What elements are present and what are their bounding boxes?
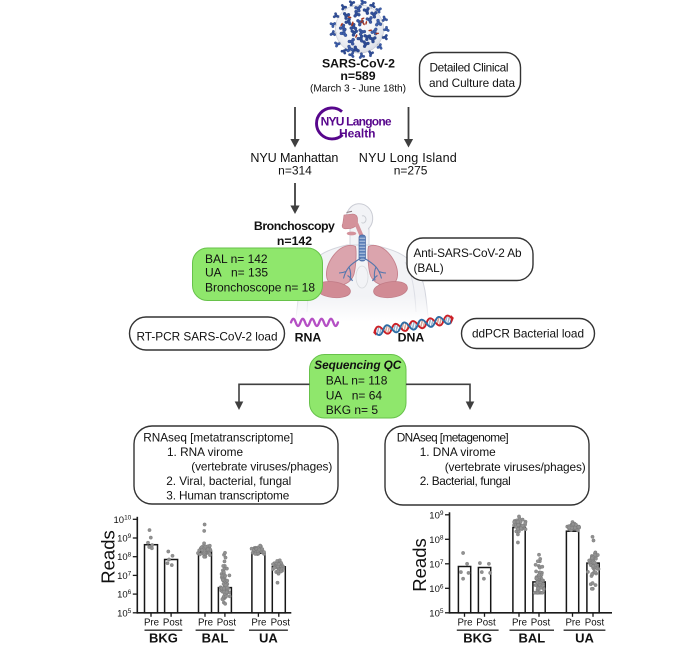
svg-text:BKG n= 5: BKG n= 5 <box>326 403 379 417</box>
svg-text:(March 3 - June 18th): (March 3 - June 18th) <box>310 84 406 95</box>
svg-text:2. Bacterial, fungal: 2. Bacterial, fungal <box>420 474 511 488</box>
svg-text:Sequencing QC: Sequencing QC <box>314 358 401 372</box>
svg-text:DNAseq [metagenome]: DNAseq [metagenome] <box>397 430 509 444</box>
svg-text:BAL n= 118: BAL n= 118 <box>326 373 388 387</box>
svg-text:Bronchoscope n= 18: Bronchoscope n= 18 <box>205 280 315 294</box>
svg-text:2. Viral, bacterial, fungal: 2. Viral, bacterial, fungal <box>166 474 291 488</box>
svg-text:Post: Post <box>585 617 605 628</box>
svg-text:Post: Post <box>163 617 183 628</box>
svg-text:ddPCR Bacterial load: ddPCR Bacterial load <box>472 327 584 341</box>
svg-text:UA: UA <box>575 630 594 645</box>
svg-text:RT-PCR SARS-CoV-2 load: RT-PCR SARS-CoV-2 load <box>137 329 278 343</box>
svg-text:n=142: n=142 <box>277 234 312 248</box>
svg-text:and Culture data: and Culture data <box>429 76 515 90</box>
svg-text:107: 107 <box>429 559 444 571</box>
svg-text:UA n= 135: UA n= 135 <box>205 266 268 280</box>
svg-text:Post: Post <box>271 617 291 628</box>
svg-text:BAL: BAL <box>518 630 545 645</box>
svg-text:Reads: Reads <box>409 538 430 591</box>
svg-text:Detailed Clinical: Detailed Clinical <box>430 60 509 74</box>
svg-text:NYU Langone: NYU Langone <box>321 115 392 129</box>
svg-text:105: 105 <box>429 608 444 620</box>
svg-text:108: 108 <box>429 534 444 546</box>
svg-text:BAL n= 142: BAL n= 142 <box>205 252 268 266</box>
svg-text:BKG: BKG <box>463 630 492 645</box>
svg-text:105: 105 <box>117 608 132 620</box>
svg-text:1010: 1010 <box>113 514 131 526</box>
svg-text:Bronchoscopy: Bronchoscopy <box>254 219 335 233</box>
svg-text:3. Human transcriptome: 3. Human transcriptome <box>166 489 289 503</box>
svg-text:Pre: Pre <box>457 617 472 628</box>
svg-text:UA n= 64: UA n= 64 <box>326 388 383 402</box>
svg-text:DNA: DNA <box>398 330 425 344</box>
svg-text:n=275: n=275 <box>394 164 428 178</box>
svg-text:RNAseq [metatranscriptome]: RNAseq [metatranscriptome] <box>143 430 293 444</box>
svg-text:n=314: n=314 <box>278 164 312 178</box>
svg-text:Reads: Reads <box>98 530 119 583</box>
svg-text:RNA: RNA <box>295 330 322 344</box>
svg-text:SARS-CoV-2: SARS-CoV-2 <box>322 57 395 71</box>
svg-text:108: 108 <box>117 552 132 564</box>
svg-text:109: 109 <box>117 533 132 545</box>
svg-text:107: 107 <box>117 570 132 582</box>
svg-text:Pre: Pre <box>144 617 159 628</box>
svg-text:n=589: n=589 <box>340 69 375 83</box>
svg-text:Pre: Pre <box>251 617 266 628</box>
svg-text:Post: Post <box>531 617 551 628</box>
svg-text:Post: Post <box>476 617 496 628</box>
svg-text:(vertebrate viruses/phages): (vertebrate viruses/phages) <box>445 460 586 474</box>
svg-text:Health: Health <box>339 126 376 140</box>
svg-text:NYU Long Island: NYU Long Island <box>359 151 457 165</box>
svg-text:1. DNA virome: 1. DNA virome <box>420 445 496 459</box>
svg-text:106: 106 <box>429 583 444 595</box>
svg-text:Pre: Pre <box>198 617 213 628</box>
svg-text:BAL: BAL <box>202 630 229 645</box>
svg-text:Pre: Pre <box>512 617 527 628</box>
svg-text:Anti-SARS-CoV-2 Ab: Anti-SARS-CoV-2 Ab <box>414 246 522 260</box>
svg-text:(BAL): (BAL) <box>414 261 444 275</box>
svg-text:BKG: BKG <box>149 630 178 645</box>
svg-text:Pre: Pre <box>565 617 580 628</box>
svg-text:NYU Manhattan: NYU Manhattan <box>250 151 338 165</box>
svg-text:109: 109 <box>429 510 444 522</box>
svg-text:(vertebrate viruses/phages): (vertebrate viruses/phages) <box>191 460 332 474</box>
svg-text:Post: Post <box>217 617 237 628</box>
svg-text:106: 106 <box>117 589 132 601</box>
svg-text:1. RNA virome: 1. RNA virome <box>167 445 243 459</box>
svg-text:UA: UA <box>259 630 278 645</box>
